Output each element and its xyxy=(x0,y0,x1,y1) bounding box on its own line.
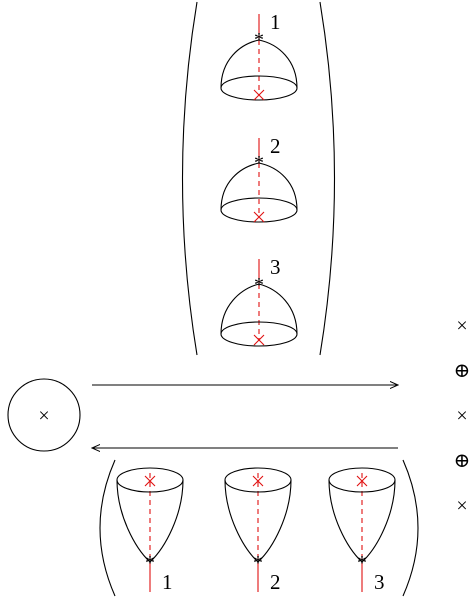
cup-1: * 1 xyxy=(116,467,184,594)
cup-2-cross-marker xyxy=(252,475,264,487)
cap-3-label: 3 xyxy=(270,255,281,279)
cup-2-label: 2 xyxy=(270,570,281,594)
cup-2-bottom-marker: * xyxy=(253,552,263,574)
operator-2: ⊕ xyxy=(454,360,470,382)
cup-3: * 3 xyxy=(328,467,396,594)
circle-symbol: × xyxy=(38,405,49,427)
circle-node: × xyxy=(7,378,81,452)
cup-1-label: 1 xyxy=(162,570,173,594)
cup-1-cross-marker xyxy=(144,475,156,487)
bottom-left-paren xyxy=(99,459,116,597)
cap-1-label: 1 xyxy=(270,10,281,34)
cap-3-top-marker: * xyxy=(254,274,264,296)
cap-1: * 1 xyxy=(220,10,298,101)
cap-2-label: 2 xyxy=(270,134,281,158)
cap-3: * 3 xyxy=(220,255,298,347)
operator-3: × xyxy=(456,405,467,427)
top-left-paren xyxy=(181,1,198,356)
cup-3-cross-marker xyxy=(356,475,368,487)
cup-3-label: 3 xyxy=(374,570,385,594)
cap-2-cross-marker xyxy=(253,211,265,223)
operator-5: × xyxy=(456,495,467,517)
cup-3-bottom-marker: * xyxy=(357,552,367,574)
cap-2-top-marker: * xyxy=(254,152,264,174)
operator-1: × xyxy=(456,315,467,337)
cap-1-cross-marker xyxy=(253,89,265,101)
top-right-paren xyxy=(319,1,336,356)
bottom-right-paren xyxy=(402,459,419,597)
cup-1-bottom-marker: * xyxy=(145,552,155,574)
cap-2: * 2 xyxy=(220,134,298,223)
cup-2: * 2 xyxy=(224,467,292,594)
cap-1-top-marker: * xyxy=(254,29,264,51)
operator-4: ⊕ xyxy=(454,450,470,472)
cap-3-cross-marker xyxy=(253,334,265,346)
